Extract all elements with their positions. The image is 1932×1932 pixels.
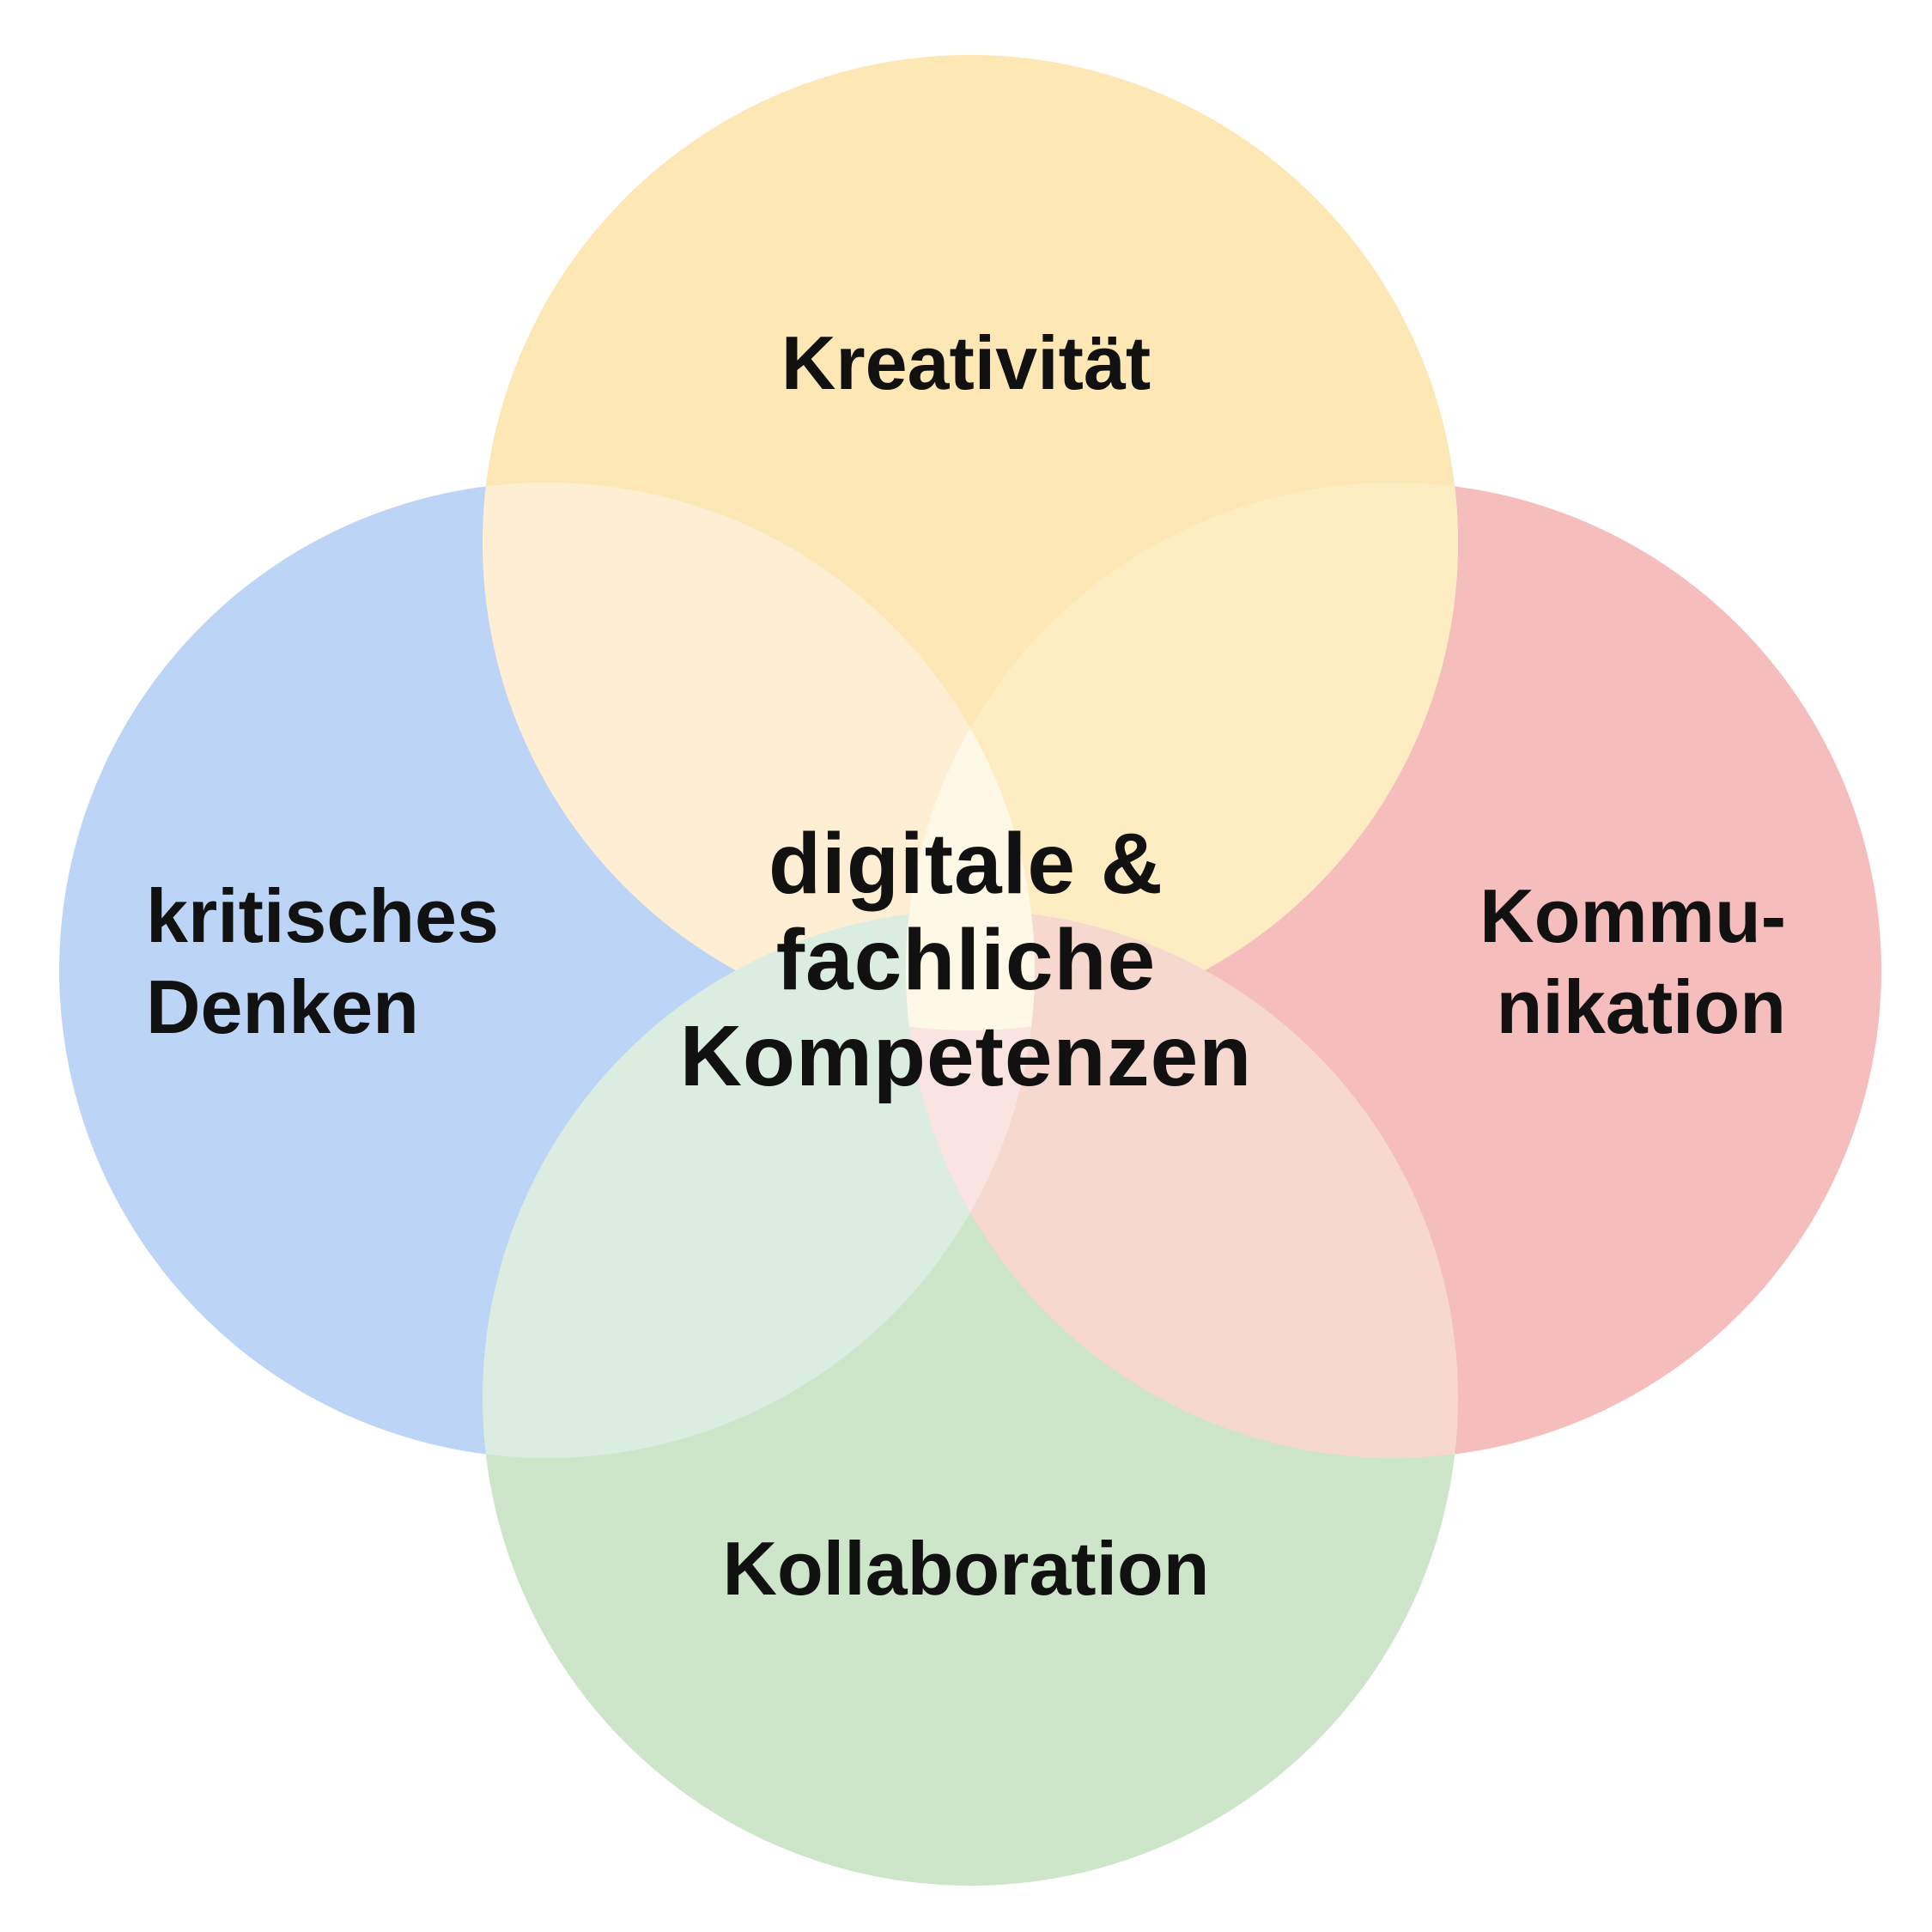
label-center-kompetenzen: digitale & fachliche Kompetenzen	[0, 816, 1932, 1104]
label-kommunikation-line-1: Kommu-	[1479, 873, 1786, 958]
label-kommunikation: Kommu- nikation	[1479, 871, 1786, 1052]
label-kritisches-denken: kritisches Denken	[146, 871, 499, 1052]
label-kommunikation-line-2: nikation	[1496, 963, 1786, 1049]
label-kreativitaet: Kreativität	[781, 320, 1151, 405]
label-center-line-2: fachliche	[775, 912, 1157, 1008]
label-center-line-1: digitale &	[768, 816, 1164, 912]
label-kritisches-denken-line-2: Denken	[146, 963, 419, 1049]
label-kritisches-denken-line-1: kritisches	[146, 873, 499, 958]
label-center-line-3: Kompetenzen	[679, 1008, 1253, 1104]
label-kollaboration: Kollaboration	[722, 1526, 1210, 1611]
